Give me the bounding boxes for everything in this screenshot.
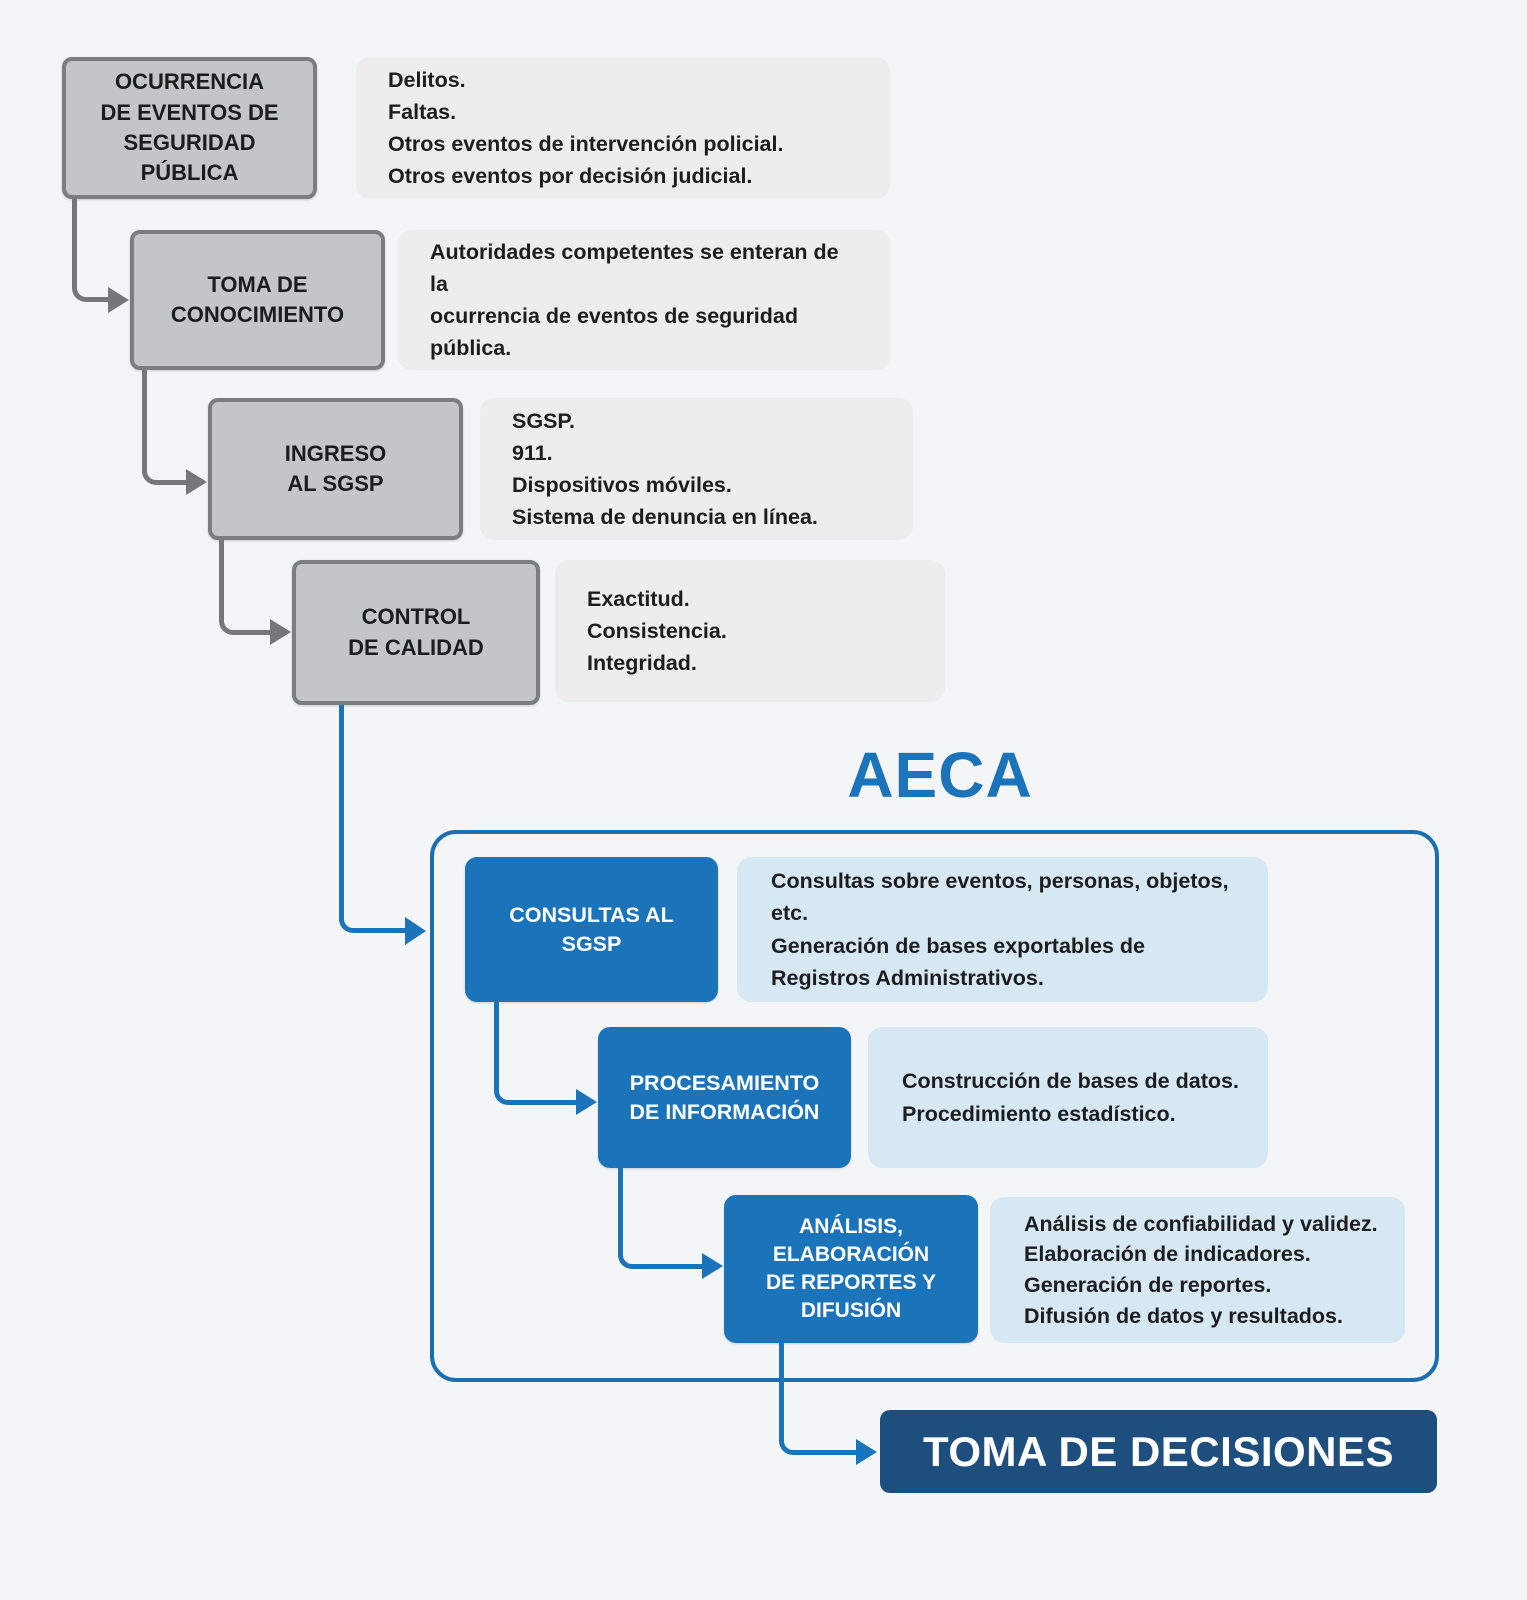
arrow-ocurrencia-to-conocimiento	[72, 197, 108, 302]
desc-procesamiento-de-informacion: Construcción de bases de datos. Procedim…	[868, 1027, 1268, 1168]
desc-toma-de-conocimiento: Autoridades competentes se enteran de la…	[398, 230, 890, 370]
node-procesamiento-de-informacion: PROCESAMIENTO DE INFORMACIÓN	[598, 1027, 851, 1168]
aeca-title: AECA	[847, 739, 1033, 811]
arrow-consultas-to-procesamiento	[494, 1000, 576, 1105]
arrowhead-icon	[856, 1439, 877, 1465]
node-toma-de-decisiones: TOMA DE DECISIONES	[880, 1410, 1437, 1493]
desc-consultas-al-sgsp: Consultas sobre eventos, personas, objet…	[737, 857, 1268, 1002]
desc-analisis-reportes-difusion: Análisis de confiabilidad y validez. Ela…	[990, 1197, 1405, 1343]
aeca-container	[430, 830, 1439, 1382]
arrow-aeca-to-decisiones	[779, 1343, 856, 1455]
arrowhead-icon	[405, 917, 426, 945]
node-ingreso-al-sgsp: INGRESO AL SGSP	[208, 398, 463, 540]
arrow-procesamiento-to-analisis	[618, 1168, 702, 1269]
arrow-ingreso-to-control	[219, 540, 270, 635]
node-consultas-al-sgsp: CONSULTAS AL SGSP	[465, 857, 718, 1002]
desc-control-de-calidad: Exactitud. Consistencia. Integridad.	[555, 560, 945, 702]
arrowhead-icon	[108, 287, 129, 313]
desc-ingreso-al-sgsp: SGSP. 911. Dispositivos móviles. Sistema…	[480, 398, 913, 540]
arrowhead-icon	[186, 469, 207, 495]
arrow-control-to-aeca	[339, 705, 406, 933]
node-analisis-reportes-difusion: ANÁLISIS, ELABORACIÓN DE REPORTES Y DIFU…	[724, 1195, 978, 1343]
arrowhead-icon	[702, 1253, 723, 1279]
arrowhead-icon	[270, 619, 291, 645]
arrowhead-icon	[576, 1089, 597, 1115]
node-ocurrencia: OCURRENCIA DE EVENTOS DE SEGURIDAD PÚBLI…	[62, 57, 317, 199]
arrow-conocimiento-to-ingreso	[142, 370, 186, 485]
desc-ocurrencia: Delitos. Faltas. Otros eventos de interv…	[356, 57, 890, 199]
node-toma-de-conocimiento: TOMA DE CONOCIMIENTO	[130, 230, 385, 370]
node-control-de-calidad: CONTROL DE CALIDAD	[292, 560, 540, 705]
